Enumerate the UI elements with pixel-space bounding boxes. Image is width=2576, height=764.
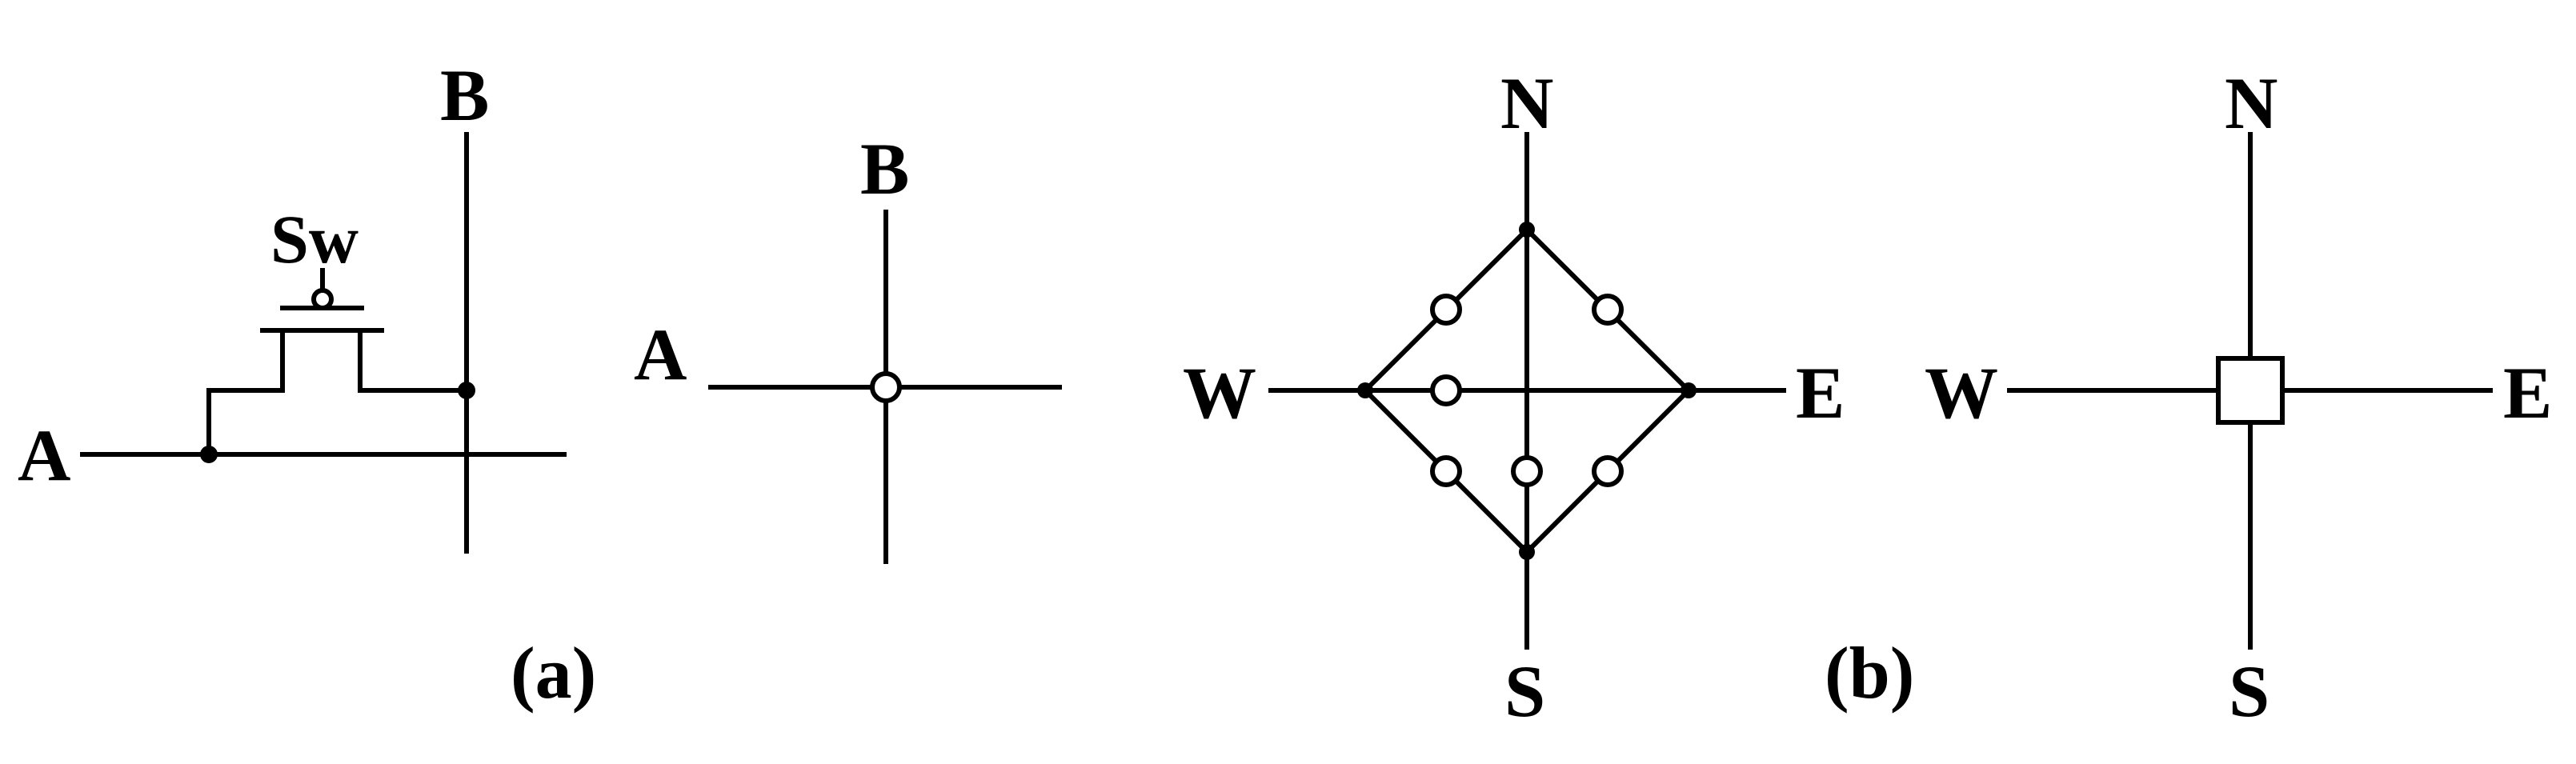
junction-dot-south [1519,544,1535,560]
terminal-b-label: B [440,54,489,136]
symbol-east-label: E [2503,352,2552,434]
junction-dot-north [1519,222,1535,238]
transistor-left-branch [206,330,285,454]
caption-a: (a) [511,632,596,714]
terminal-a-label: A [18,414,70,496]
symbol-terminal-a-label: A [634,314,687,395]
detailed-south-label: S [1504,650,1545,732]
symbol-south-label: S [2229,650,2270,732]
detailed-north-label: N [1500,62,1553,144]
detailed-east-label: E [1796,352,1845,434]
switch-ns-icon [1511,455,1543,487]
panel-b-symbol-switchbox: N S W E [1925,62,2552,732]
switch-ne-icon [1592,294,1624,326]
gate-bubble-icon [311,288,334,310]
detailed-west-label: W [1183,352,1256,434]
symbol-west-label: W [1925,352,1998,434]
symbol-north-label: N [2225,62,2278,144]
caption-b: (b) [1825,632,1914,714]
junction-dot-west [1357,382,1373,398]
junction-dot-a [200,446,218,463]
transistor-right-branch [358,330,467,393]
programmable-switch-icon [870,371,902,403]
switch-sw-icon [1430,455,1462,487]
symbol-terminal-b-label: B [860,128,909,210]
switch-label: Sw [270,201,359,278]
junction-dot-east [1681,382,1697,398]
switch-we-icon [1430,374,1462,406]
junction-dot-b [458,382,475,399]
switchbox-square-icon [2216,356,2285,425]
switch-se-icon [1592,455,1624,487]
switch-nw-icon [1430,294,1462,326]
panel-a-transistor-view: A B Sw [18,54,567,554]
panel-a-symbol-view: A B [634,128,1062,564]
panel-b-detailed-switchbox: N S W E [1183,62,1845,732]
